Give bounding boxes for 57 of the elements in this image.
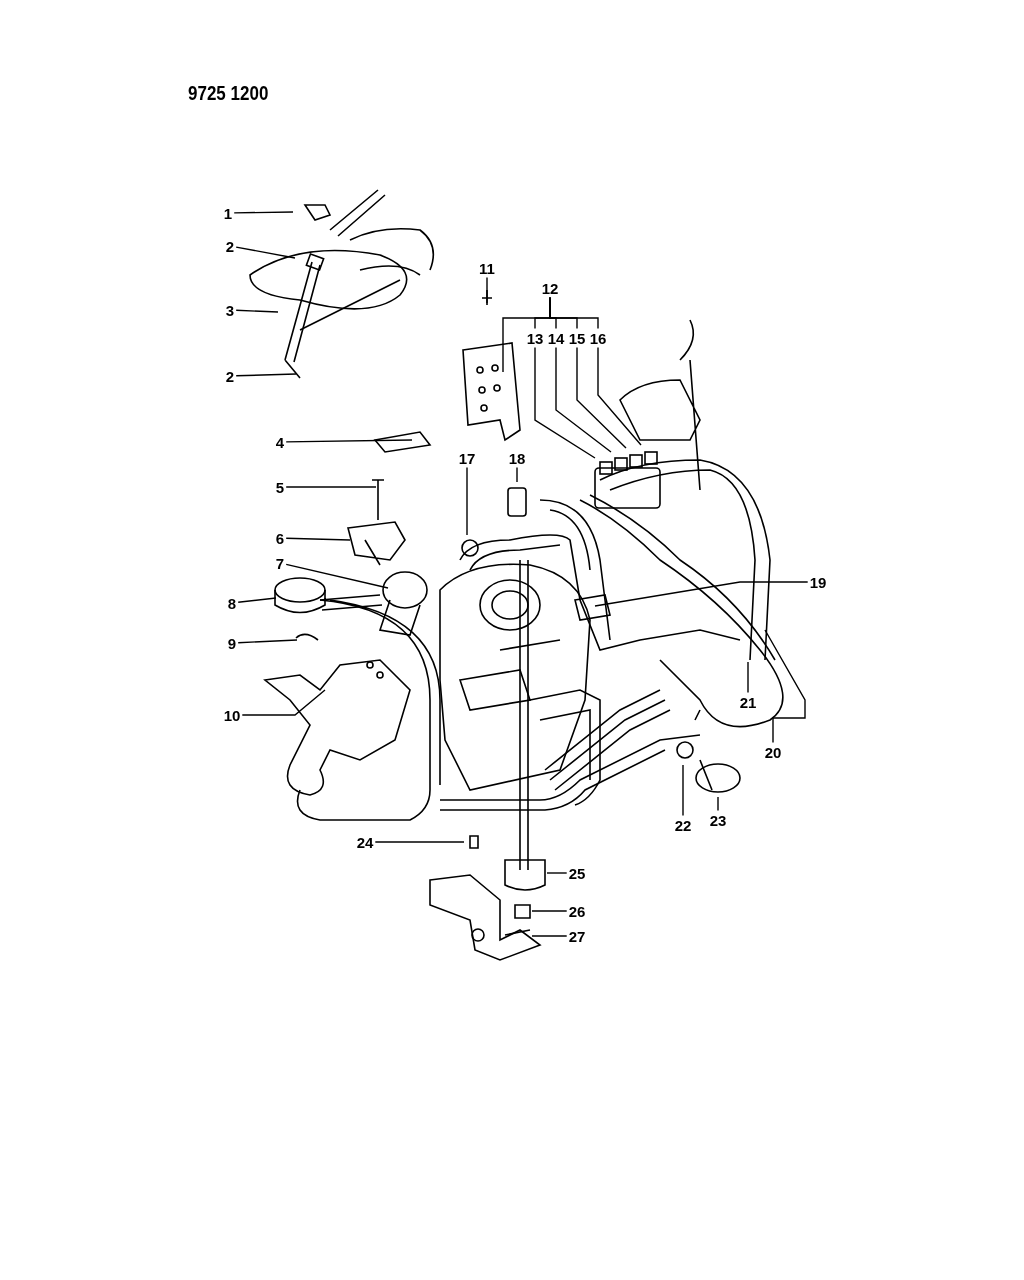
callout-number: 21 <box>738 693 758 711</box>
leader-line <box>235 309 279 313</box>
callout-number: 2 <box>224 367 236 385</box>
leader-line <box>747 661 749 694</box>
callout-number: 27 <box>567 927 587 945</box>
leader-line <box>682 764 684 817</box>
leader-line <box>534 346 596 459</box>
callout-number: 5 <box>274 478 286 496</box>
callout-number: 9 <box>226 634 238 652</box>
leader-line <box>241 689 326 716</box>
callout-number: 23 <box>708 811 728 829</box>
callout-number: 3 <box>224 301 236 319</box>
leader-line <box>764 629 806 744</box>
callout-number: 7 <box>274 554 286 572</box>
callout-number: 18 <box>507 449 527 467</box>
callout-number: 16 <box>588 329 608 347</box>
leader-line <box>594 581 809 607</box>
callout-number: 25 <box>567 864 587 882</box>
callout-number: 19 <box>808 573 828 591</box>
callout-number: 10 <box>222 706 242 724</box>
callout-number: 20 <box>763 743 783 761</box>
leader-line <box>531 910 568 912</box>
leader-line <box>285 439 413 443</box>
leader-line <box>531 935 568 937</box>
leader-line <box>555 346 612 453</box>
leader-line <box>486 276 488 304</box>
callout-number: 12 <box>540 279 560 297</box>
callout-number: 15 <box>567 329 587 347</box>
callout-number: 4 <box>274 433 286 451</box>
leader-line <box>516 466 518 483</box>
leader-line <box>235 246 296 259</box>
leader-line <box>285 563 389 589</box>
leader-line <box>237 639 298 644</box>
callout-number: 24 <box>355 833 375 851</box>
callout-number: 17 <box>457 449 477 467</box>
leader-line <box>717 796 719 812</box>
callout-number: 13 <box>525 329 545 347</box>
leader-line <box>233 211 294 214</box>
callout-number: 26 <box>567 902 587 920</box>
leader-line <box>597 346 642 446</box>
callout-number: 8 <box>226 594 238 612</box>
callout-number: 22 <box>673 816 693 834</box>
leader-line <box>235 373 297 377</box>
leader-line <box>285 537 351 541</box>
callout-number: 11 <box>478 259 496 277</box>
callout-number: 1 <box>222 204 234 222</box>
leader-line <box>285 486 377 488</box>
bracket-line <box>549 296 599 330</box>
leader-line <box>374 841 465 843</box>
callout-number: 2 <box>224 237 236 255</box>
leader-line <box>576 346 627 449</box>
callout-number: 6 <box>274 529 286 547</box>
leader-line <box>466 466 468 536</box>
leader-line <box>546 872 568 874</box>
leader-line <box>237 597 277 603</box>
callout-number: 14 <box>546 329 566 347</box>
drawing-number: 9725 1200 <box>188 82 269 105</box>
